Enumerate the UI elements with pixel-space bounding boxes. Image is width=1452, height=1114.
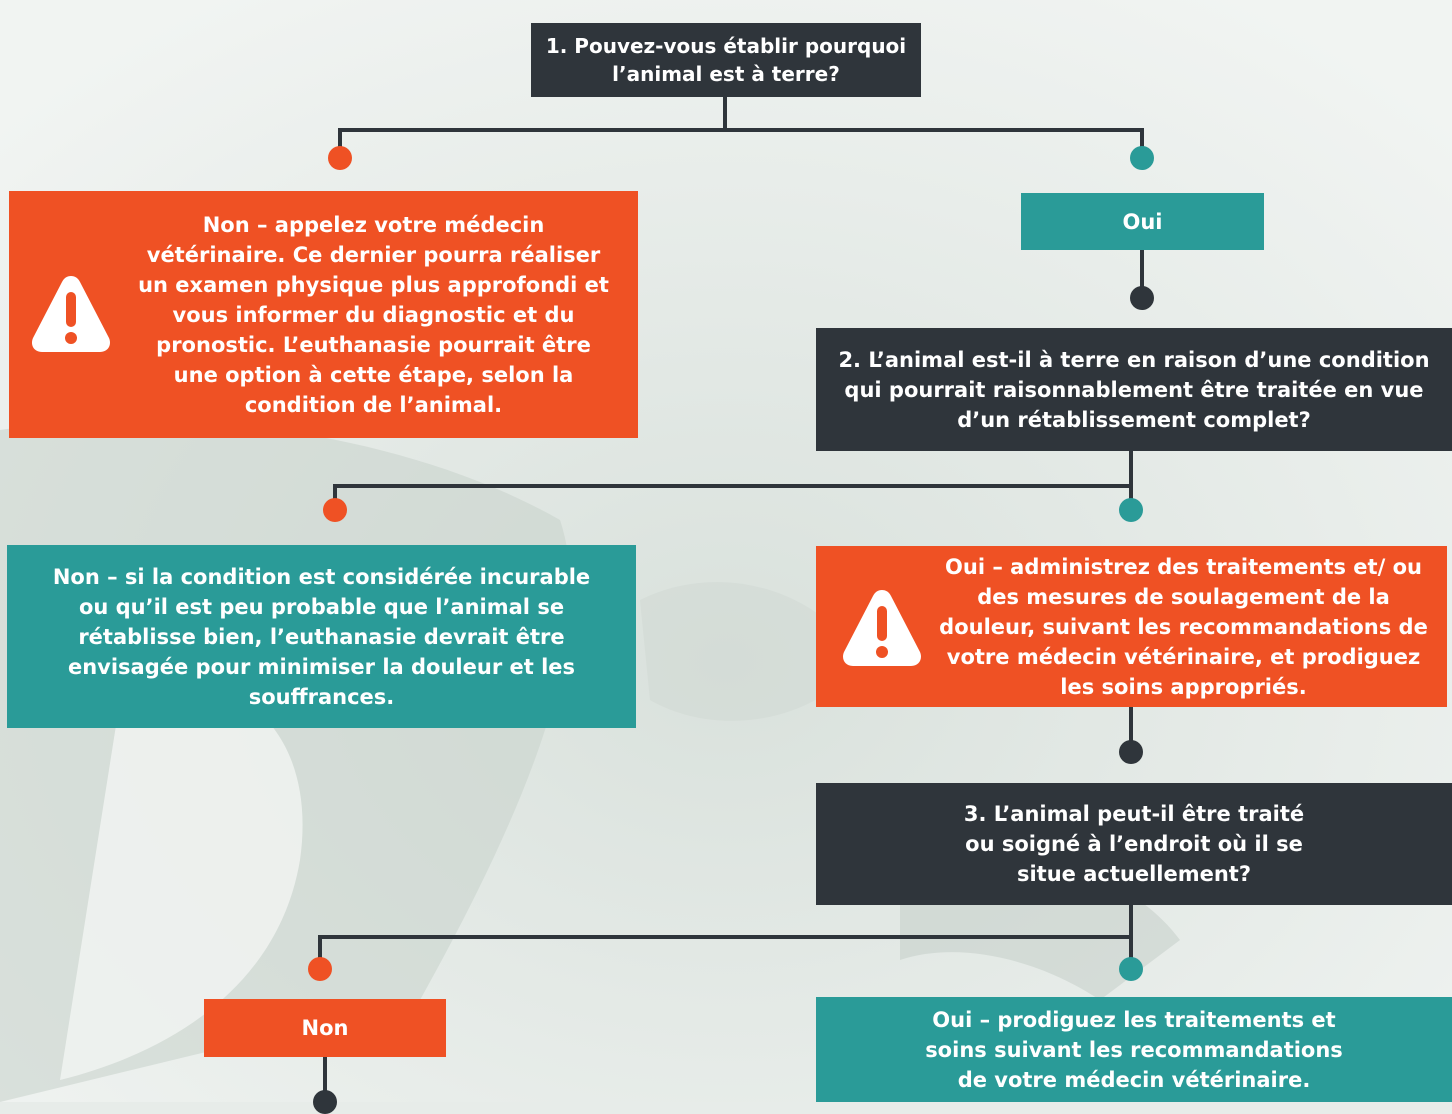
question-2-box: 2. L’animal est-il à terre en raison d’u… [816, 328, 1452, 451]
branch-dot-oui [1119, 957, 1143, 981]
q1-non-box: Non – appelez votre médecin vétérinaire.… [9, 191, 638, 438]
question-3-box: 3. L’animal peut-il être traité ou soign… [816, 783, 1452, 905]
node-dot [1119, 740, 1143, 764]
connector-line [333, 484, 1133, 488]
warning-icon [32, 276, 110, 352]
connector-line [1140, 250, 1144, 298]
q3-oui-text: Oui – prodiguez les traitements et soins… [925, 1007, 1343, 1092]
branch-dot-oui [1119, 498, 1143, 522]
branch-dot-oui [1130, 146, 1154, 170]
connector-line [338, 128, 342, 158]
q2-non-text: Non – si la condition est considérée inc… [52, 564, 591, 709]
warning-icon [843, 590, 921, 666]
q1-oui-text: Oui [1122, 209, 1163, 234]
q2-oui-box: Oui – administrez des traitements et/ ou… [816, 546, 1447, 707]
connector-line [1129, 935, 1133, 969]
branch-dot-non [328, 146, 352, 170]
connector-line [323, 1057, 327, 1102]
node-dot [313, 1090, 337, 1114]
connector-line [723, 97, 727, 130]
connector-line [1129, 484, 1133, 510]
connector-line [1129, 707, 1133, 752]
q1-oui-box: Oui [1021, 193, 1264, 250]
branch-dot-non [308, 957, 332, 981]
q3-non-box: Non [204, 999, 446, 1057]
branch-dot-non [323, 498, 347, 522]
connector-line [318, 935, 322, 969]
connector-line [1129, 451, 1133, 487]
connector-line [318, 935, 1133, 939]
connector-line [1129, 905, 1133, 938]
q2-non-box: Non – si la condition est considérée inc… [7, 545, 636, 728]
q2-oui-text: Oui – administrez des traitements et/ ou… [939, 554, 1428, 699]
connector-line [338, 128, 1144, 132]
question-3-text: 3. L’animal peut-il être traité ou soign… [963, 802, 1305, 886]
node-dot [1130, 286, 1154, 310]
question-1-text: 1. Pouvez-vous établir pourquoi l’animal… [545, 34, 907, 86]
q1-non-text: Non – appelez votre médecin vétérinaire.… [138, 212, 609, 417]
q3-non-text: Non [301, 1016, 349, 1040]
question-1-box: 1. Pouvez-vous établir pourquoi l’animal… [531, 23, 921, 97]
connector-line [1140, 128, 1144, 158]
connector-line [333, 484, 337, 510]
question-2-text: 2. L’animal est-il à terre en raison d’u… [838, 347, 1430, 432]
q3-oui-box: Oui – prodiguez les traitements et soins… [816, 997, 1452, 1102]
